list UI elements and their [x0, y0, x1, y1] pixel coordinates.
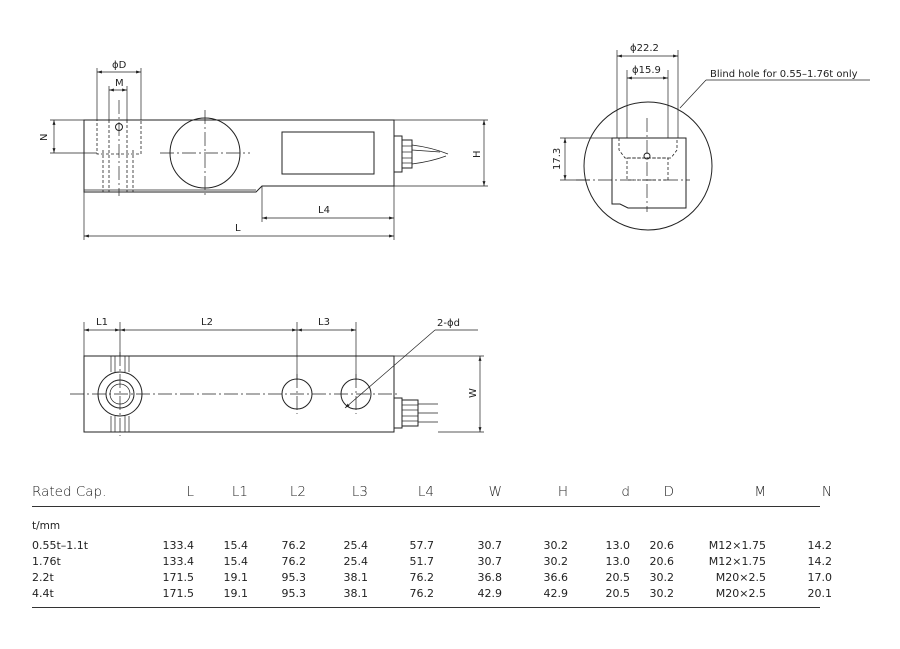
cell-L2: 76.2 [281, 554, 307, 568]
cell-L1: 19.1 [223, 586, 249, 600]
table-row: 2.2t 171.5 19.1 95.3 38.1 76.2 36.8 36.6… [32, 569, 832, 585]
cell-L4: 76.2 [409, 586, 435, 600]
cell-M: M20×2.5 [715, 586, 766, 600]
top-view: L1 L2 L3 2-ϕd W [70, 317, 484, 436]
dim-label-phi-15-9: ϕ15.9 [632, 65, 661, 76]
cell-W: 30.7 [477, 554, 503, 568]
table-bottom-rule [32, 607, 820, 608]
table-row: 0.55t–1.1t 133.4 15.4 76.2 25.4 57.7 30.… [32, 537, 832, 553]
dim-label-L4: L4 [318, 205, 330, 216]
header-d: d [621, 484, 630, 500]
cell-L3: 25.4 [343, 538, 369, 552]
cell-L: 133.4 [162, 554, 195, 568]
cell-d: 13.0 [605, 538, 631, 552]
header-D: D [663, 484, 674, 500]
cell-D: 30.2 [649, 586, 675, 600]
note-blind-hole: Blind hole for 0.55–1.76t only [710, 69, 858, 80]
unit-label: t/mm [32, 520, 61, 532]
cell-d: 20.5 [605, 586, 631, 600]
cell-L2: 95.3 [281, 570, 307, 584]
header-rated-cap: Rated Cap. [32, 484, 107, 500]
header-L2: L2 [289, 484, 306, 500]
cell-L1: 15.4 [223, 538, 249, 552]
cell-L4: 57.7 [409, 538, 435, 552]
dim-label-L: L [235, 223, 241, 234]
cell-H: 30.2 [543, 554, 569, 568]
dim-label-M: M [115, 78, 124, 89]
header-N: N [821, 484, 832, 500]
cell-L2: 76.2 [281, 538, 307, 552]
cell-rated-cap: 2.2t [32, 570, 54, 584]
table-row: 4.4t 171.5 19.1 95.3 38.1 76.2 42.9 42.9… [32, 585, 832, 601]
cell-M: M12×1.75 [708, 554, 766, 568]
dim-label-L1: L1 [96, 317, 108, 328]
technical-drawing: ϕD M N H L4 L [39, 43, 870, 436]
cell-N: 17.0 [807, 570, 833, 584]
cell-N: 14.2 [807, 554, 833, 568]
cell-L: 133.4 [162, 538, 195, 552]
header-H: H [557, 484, 568, 500]
cell-M: M12×1.75 [708, 538, 766, 552]
cell-H: 30.2 [543, 538, 569, 552]
cell-L3: 25.4 [343, 554, 369, 568]
table-unit-row: t/mm [32, 507, 820, 537]
dim-label-W: W [468, 388, 479, 398]
dim-label-2-phi-d: 2-ϕd [437, 318, 460, 329]
cell-rated-cap: 0.55t–1.1t [32, 538, 89, 552]
cell-D: 20.6 [649, 538, 675, 552]
header-M: M [754, 484, 766, 500]
cell-d: 13.0 [605, 554, 631, 568]
header-W: W [488, 484, 502, 500]
cell-rated-cap: 1.76t [32, 554, 61, 568]
cell-D: 30.2 [649, 570, 675, 584]
cell-H: 42.9 [543, 586, 569, 600]
cell-L2: 95.3 [281, 586, 307, 600]
dim-label-N: N [39, 134, 50, 141]
cell-W: 36.8 [477, 570, 503, 584]
dim-label-L3: L3 [318, 317, 330, 328]
cell-M: M20×2.5 [715, 570, 766, 584]
cell-L: 171.5 [162, 586, 195, 600]
cell-d: 20.5 [605, 570, 631, 584]
dim-label-17-3: 17.3 [552, 148, 563, 170]
cell-L3: 38.1 [343, 570, 369, 584]
table-header-row: Rated Cap. L L1 L2 L3 L4 W H d D M N [32, 478, 832, 507]
header-L: L [186, 484, 194, 500]
cell-N: 14.2 [807, 538, 833, 552]
dim-label-phi-22-2: ϕ22.2 [630, 43, 659, 54]
cell-N: 20.1 [807, 586, 833, 600]
front-view: ϕD M N H L4 L [39, 60, 488, 240]
cell-D: 20.6 [649, 554, 675, 568]
side-view-detail: ϕ22.2 ϕ15.9 Blind hole for 0.55–1.76t on… [552, 43, 870, 231]
cell-L4: 51.7 [409, 554, 435, 568]
cell-L: 171.5 [162, 570, 195, 584]
table-row: 1.76t 133.4 15.4 76.2 25.4 51.7 30.7 30.… [32, 553, 832, 569]
header-L4: L4 [417, 484, 434, 500]
cell-L3: 38.1 [343, 586, 369, 600]
dim-label-H: H [472, 150, 483, 158]
cell-L1: 15.4 [223, 554, 249, 568]
dim-label-phi-D: ϕD [112, 60, 127, 71]
cell-H: 36.6 [543, 570, 569, 584]
cell-rated-cap: 4.4t [32, 586, 54, 600]
spec-table: Rated Cap. L L1 L2 L3 L4 W H d D M N t/m… [32, 478, 832, 608]
cell-L4: 76.2 [409, 570, 435, 584]
cell-L1: 19.1 [223, 570, 249, 584]
header-L1: L1 [231, 484, 248, 500]
dim-label-L2: L2 [201, 317, 213, 328]
header-L3: L3 [351, 484, 368, 500]
cell-W: 42.9 [477, 586, 503, 600]
cell-W: 30.7 [477, 538, 503, 552]
